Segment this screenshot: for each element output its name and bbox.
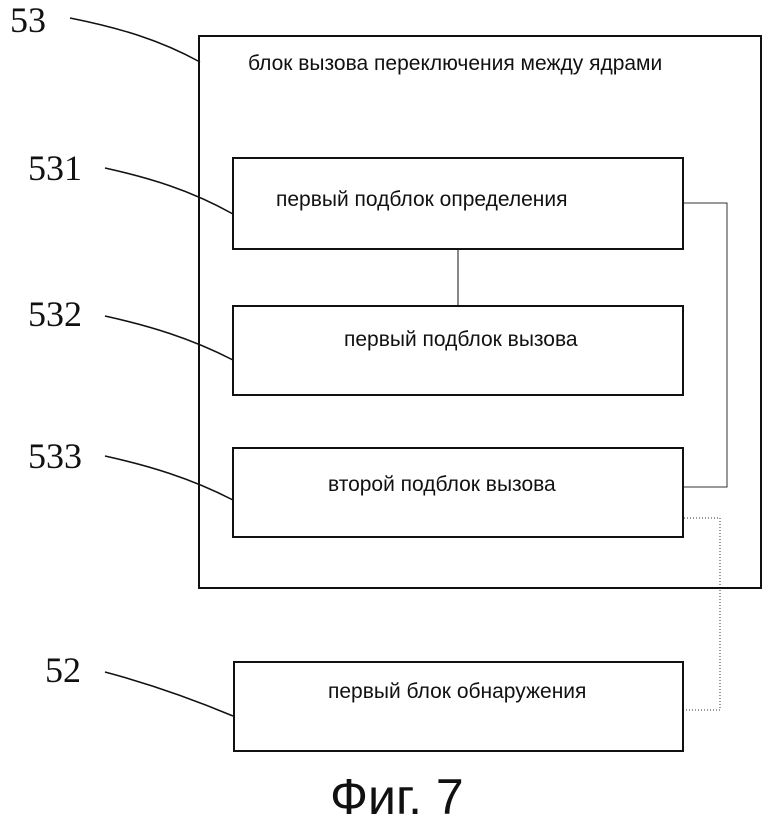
sub-block-533-label: второй подблок вызова: [328, 473, 556, 497]
detection-block-label: первый блок обнаружения: [328, 680, 586, 704]
sub-block-532-label: первый подблок вызова: [344, 328, 578, 352]
sub-block-531-label: первый подблок определения: [276, 188, 567, 212]
ref-numeral-532: 532: [28, 296, 82, 332]
ref-numeral-533: 533: [28, 438, 82, 474]
outer-block-label: блок вызова переключения между ядрами: [248, 52, 662, 76]
ref-numeral-53: 53: [10, 2, 46, 38]
leader-line-52: [105, 672, 233, 716]
ref-numeral-52: 52: [45, 652, 81, 688]
ref-numeral-531: 531: [28, 150, 82, 186]
leader-line-53: [70, 18, 200, 62]
figure-caption: Фиг. 7: [330, 772, 464, 822]
detection-block-52: [233, 661, 684, 752]
